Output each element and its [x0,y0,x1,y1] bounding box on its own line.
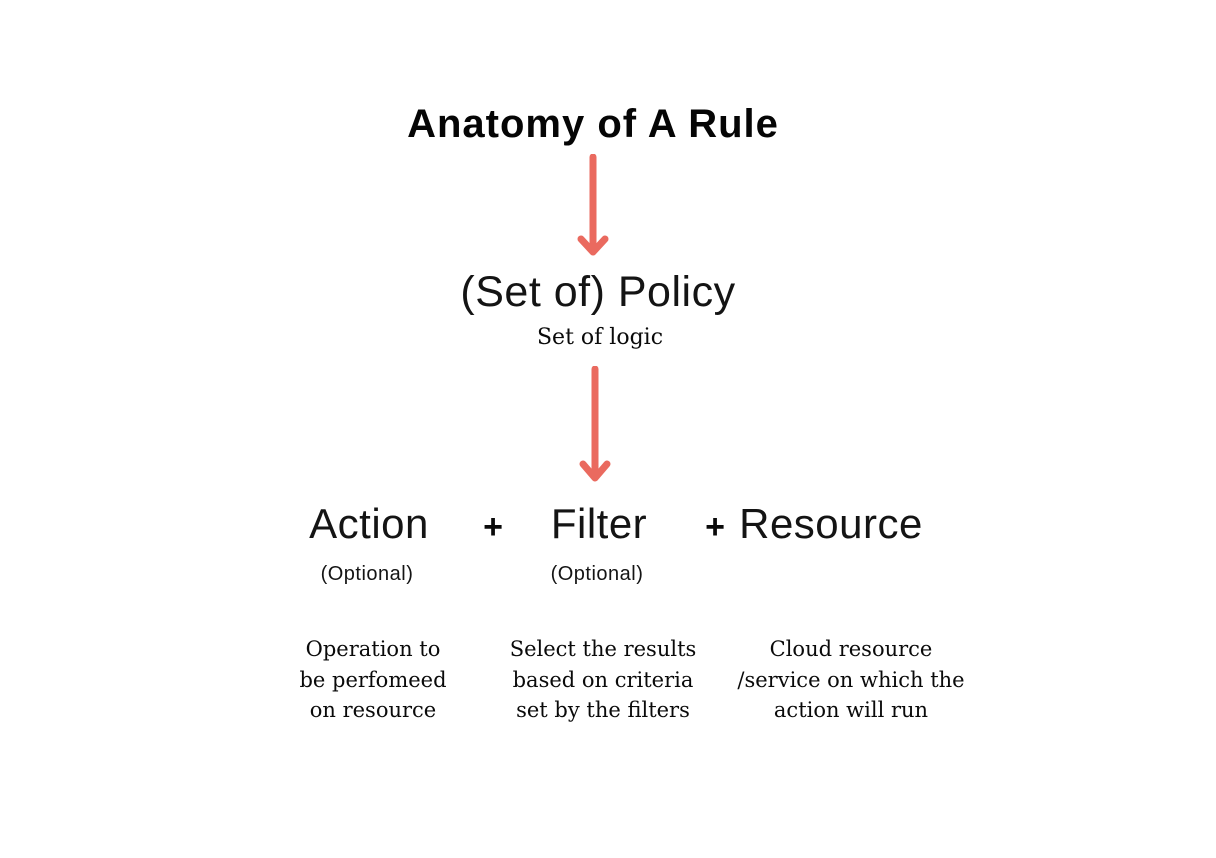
description-line: set by the filters [516,698,690,722]
arrow-head [579,460,611,482]
down-arrow-icon [577,154,609,256]
description-line: Operation to [305,637,441,661]
optional-label-action: (Optional) [320,563,414,585]
description-action: Operation to be perfomeed on resource [299,634,446,726]
plus-sign: + [705,508,725,546]
description-line: /service on which the [737,667,965,692]
policy-label: (Set of) Policy [460,268,736,316]
diagram-title: Anatomy of A Rule [407,102,779,146]
policy-sublabel: Set of logic [536,325,664,350]
arrow-head [577,235,609,256]
component-filter-label: Filter [550,500,648,547]
description-filter: Select the results based on criteria set… [510,634,697,726]
component-action-label: Action [309,500,429,547]
description-resource: Cloud resource /service on which the act… [737,634,964,726]
description-line: be perfomeed [299,667,447,692]
down-arrow-icon [579,366,611,482]
description-line: Cloud resource [769,637,933,661]
description-line: on resource [309,698,437,722]
plus-sign: + [483,508,503,546]
optional-label-filter: (Optional) [550,563,644,585]
description-line: Select the results [509,637,697,661]
description-line: based on criteria [512,667,694,692]
description-line: action will run [773,698,929,722]
component-resource-label: Resource [739,500,923,547]
